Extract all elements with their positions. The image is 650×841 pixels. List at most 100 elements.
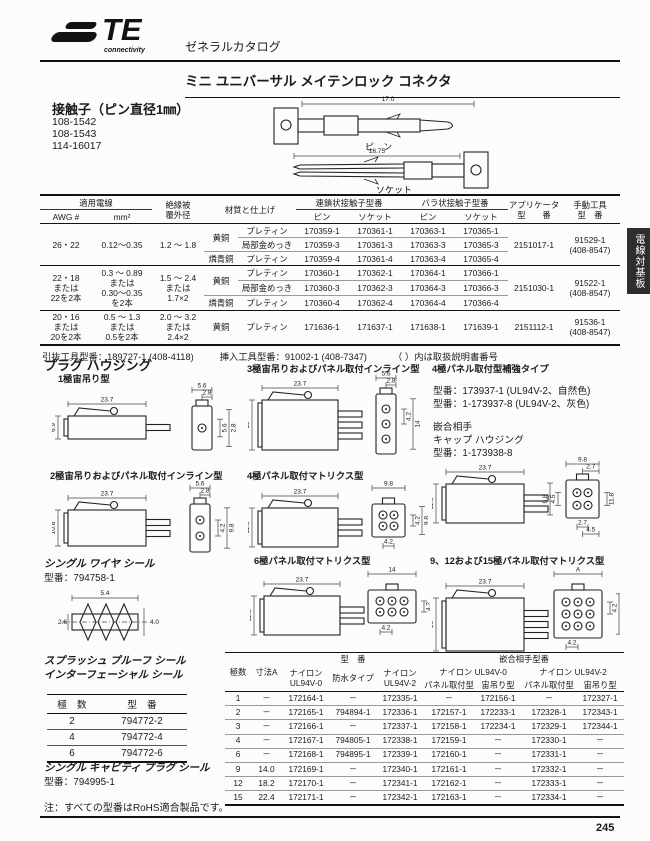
table-cell: 12 [225,776,251,792]
table-cell: 15 [225,790,251,806]
table-cell: － [474,748,523,763]
col-header-material: 材質と仕上げ [224,204,276,215]
svg-text:23.7: 23.7 [296,577,309,584]
table-cell: 0.12～0.35 [92,223,152,267]
housing-heading: プラグ ハウジング [44,358,152,373]
manual-number-note: （ ）内は取扱説明書番号 [393,352,498,362]
housing-d5-label: 4極パネル取付型補強タイプ [432,364,549,374]
svg-text:11.8: 11.8 [248,521,251,534]
seal-col-poles: 極 数 [47,694,97,714]
col-header-strip-contacts: 連鎖状接触子型番 [296,195,402,211]
col-header-free-hanging: 宙吊り型 [583,679,617,690]
contact-part-number: 108-1542 [52,116,97,128]
col-group-mating-part: 嵌合相手型番 [499,654,549,665]
svg-text:23.7: 23.7 [101,491,114,498]
table-cell: 172340-1 [376,762,425,778]
table-cell: 6 [225,748,251,763]
svg-text:9.8: 9.8 [578,457,587,464]
insertion-tool-note: 挿入工具型番：91002-1 (408-7347) [219,352,368,362]
table-cell: 黄銅 [204,265,238,296]
wire-contact-table: 適用電線 絶縁被覆外径 材質と仕上げ 連鎖状接触子型番 バラ状接触子型番 アプリ… [40,194,620,346]
svg-text:11.8: 11.8 [609,493,616,506]
table-cell: 91529-1 (408-8547) [560,223,620,267]
svg-text:14: 14 [388,567,396,574]
col-header-mm2: mm² [113,211,131,222]
table-cell: 794772-4 [97,729,187,746]
table-cell: 170366-1 [454,265,508,282]
svg-text:4.2: 4.2 [406,412,413,421]
table-cell: 170362-3 [348,280,402,296]
table-cell: 170366-4 [454,295,508,311]
table-cell: 172339-1 [376,748,425,763]
table-cell: － [330,762,376,778]
col-header-socket: ソケット [464,211,498,222]
table-cell: 燐青銅 [204,295,238,311]
table-cell: － [576,776,625,792]
table-cell: 170359-3 [296,237,348,253]
catalog-label: ゼネラルカタログ [185,40,281,54]
table-cell: プレティン [238,251,296,267]
contacts-heading: 接触子（ピン直径1㎜） [52,102,190,117]
svg-text:4.5: 4.5 [586,527,595,534]
table-cell: 172341-1 [376,776,425,792]
svg-text:4.2: 4.2 [220,523,227,532]
table-cell: 172343-1 [576,705,625,721]
svg-text:4.2: 4.2 [381,625,390,632]
table-cell: 91522-1 (408-8547) [560,265,620,311]
table-cell: 26・22 [40,223,92,267]
table-cell: 2.0 ～ 3.2 または 2.4×2 [152,310,204,346]
housing-d1-label: 1極宙吊り型 [58,374,110,384]
table-cell: 172161-1 [424,762,475,778]
table-cell: 170366-3 [454,280,508,296]
table-cell: 燐青銅 [204,251,238,267]
table-cell: 170361-3 [348,237,402,253]
table-cell: 172167-1 [282,734,330,749]
table-cell: 170364-3 [402,280,454,296]
svg-text:5.6: 5.6 [381,371,390,378]
table-cell: 172333-1 [522,776,577,792]
svg-text:11.8: 11.8 [432,497,435,510]
table-cell: － [251,691,282,707]
table-cell: 0.5 ～ 1.3 または 0.5を2本 [92,310,152,346]
d5-mating-label: 嵌合相手 [433,422,473,433]
svg-text:2.8: 2.8 [231,423,238,432]
table-cell: 172329-1 [522,719,577,735]
table-cell: 172336-1 [376,705,425,721]
single-wire-seal-diagram: 5.4 2.6 4.0 [58,590,159,642]
d5-cap-housing-label: キャップ ハウジング [433,435,524,446]
housing-d5-text: 型番：173937-1 (UL94V-2、自然色) 型番：1-173937-8 … [433,385,590,460]
table-cell: 170363-3 [402,237,454,253]
svg-text:16: 16 [432,621,435,629]
table-cell: 170364-4 [402,295,454,311]
table-cell: 170359-4 [296,251,348,267]
svg-text:9.8: 9.8 [542,494,549,503]
table-cell: 794772-6 [97,745,187,763]
svg-text:2.7: 2.7 [586,464,595,471]
table-cell: － [251,748,282,763]
cavity-plug-seal-heading: シングル キャビティ プラグ シール [44,762,210,774]
col-header-hand-tool: 手動工具型 番 [573,199,607,220]
table-cell: 170363-4 [402,251,454,267]
single-wire-seal-heading: シングル ワイヤ シール [44,558,155,570]
housing-d4-label: 4極パネル取付マトリクス型 [247,471,364,481]
table-cell: 2151017-1 [508,223,560,267]
table-cell: 22.4 [251,790,282,806]
seal-right-dim: 4.0 [150,619,159,626]
table-cell: 170360-4 [296,295,348,311]
